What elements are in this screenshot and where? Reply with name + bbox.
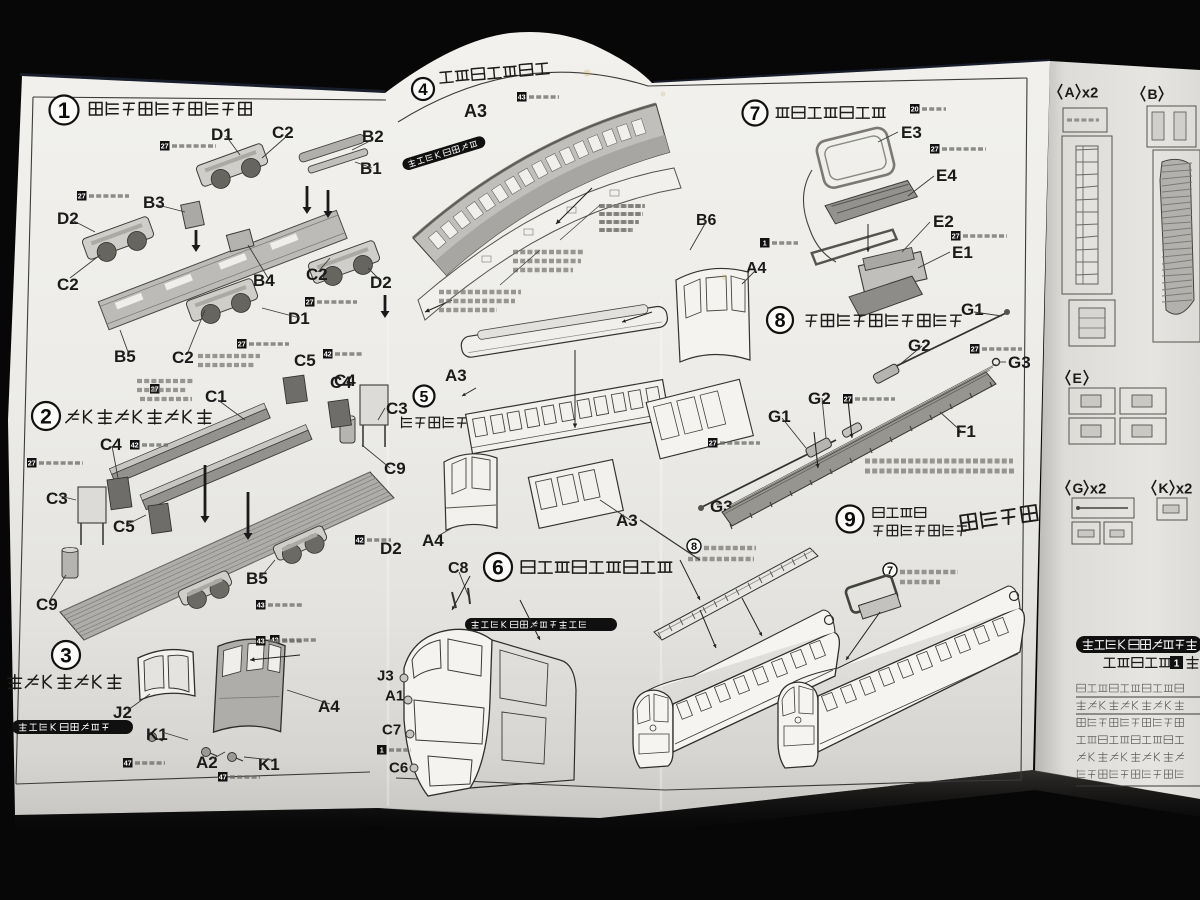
svg-text:C1: C1 — [205, 387, 227, 406]
svg-text:C5: C5 — [113, 517, 135, 536]
svg-text:A3: A3 — [616, 511, 638, 530]
svg-text:C3: C3 — [386, 399, 408, 418]
svg-text:A1: A1 — [385, 687, 404, 704]
svg-text:27: 27 — [306, 298, 314, 307]
svg-text:J2: J2 — [113, 703, 132, 722]
svg-text:D2: D2 — [380, 539, 402, 558]
svg-text:43: 43 — [257, 637, 265, 646]
svg-text:D1: D1 — [211, 125, 233, 144]
svg-text:C2: C2 — [172, 348, 194, 367]
svg-text:C8: C8 — [448, 560, 469, 577]
svg-text:G1: G1 — [768, 407, 791, 426]
svg-text:1: 1 — [380, 746, 384, 755]
svg-text:43: 43 — [257, 601, 265, 610]
svg-text:C4: C4 — [100, 435, 122, 454]
svg-text:27: 27 — [844, 395, 852, 404]
svg-text:2: 2 — [40, 406, 52, 429]
svg-text:G2: G2 — [908, 336, 931, 355]
svg-text:A2: A2 — [196, 753, 218, 772]
svg-text:27: 27 — [971, 345, 979, 354]
svg-text:3: 3 — [60, 645, 72, 668]
svg-text:42: 42 — [356, 536, 364, 545]
svg-text:G2: G2 — [808, 389, 831, 408]
svg-text:A3: A3 — [445, 366, 467, 385]
svg-text:27: 27 — [952, 232, 960, 241]
svg-text:C3: C3 — [46, 489, 68, 508]
svg-text:C5: C5 — [294, 351, 316, 370]
svg-text:27: 27 — [161, 142, 169, 151]
svg-text:20: 20 — [911, 105, 919, 114]
svg-text:27: 27 — [238, 340, 246, 349]
svg-text:C7: C7 — [382, 721, 401, 738]
svg-text:D2: D2 — [370, 273, 392, 292]
svg-text:C4: C4 — [330, 373, 352, 392]
svg-text:8: 8 — [774, 310, 785, 332]
svg-text:K: K — [1159, 480, 1169, 496]
svg-text:C2: C2 — [57, 275, 79, 294]
svg-text:G3: G3 — [1008, 353, 1031, 372]
svg-text:B6: B6 — [696, 212, 717, 229]
svg-text:4: 4 — [418, 80, 428, 99]
svg-text:27: 27 — [709, 439, 717, 448]
svg-text:G1: G1 — [961, 300, 984, 319]
svg-text:47: 47 — [219, 773, 227, 782]
svg-text:8: 8 — [691, 541, 697, 553]
svg-text:5: 5 — [420, 389, 429, 406]
svg-text:43: 43 — [271, 636, 279, 645]
svg-text:43: 43 — [518, 93, 526, 102]
svg-text:A3: A3 — [464, 101, 487, 121]
svg-text:C9: C9 — [384, 459, 406, 478]
svg-text:A4: A4 — [746, 260, 767, 277]
svg-text:B5: B5 — [114, 347, 136, 366]
svg-text:42: 42 — [324, 350, 332, 359]
svg-text:E2: E2 — [933, 212, 954, 231]
svg-text:27: 27 — [28, 459, 36, 468]
svg-text:1: 1 — [1174, 659, 1180, 670]
svg-text:C6: C6 — [389, 759, 408, 776]
svg-text:A: A — [1065, 84, 1075, 100]
svg-text:C9: C9 — [36, 595, 58, 614]
svg-text:7: 7 — [750, 104, 761, 125]
svg-text:6: 6 — [492, 557, 504, 580]
svg-text:C4: C4 — [334, 371, 356, 390]
svg-text:E: E — [1073, 370, 1082, 386]
svg-text:7: 7 — [887, 565, 893, 577]
svg-text:x2: x2 — [1082, 85, 1098, 101]
svg-text:x2: x2 — [1090, 481, 1106, 497]
svg-text:B: B — [1148, 86, 1158, 102]
svg-text:B1: B1 — [360, 159, 382, 178]
svg-text:27: 27 — [78, 192, 86, 201]
svg-text:D2: D2 — [57, 209, 79, 228]
svg-text:A4: A4 — [422, 531, 444, 550]
svg-text:K1: K1 — [258, 755, 280, 774]
svg-text:x2: x2 — [1176, 481, 1192, 497]
svg-text:E3: E3 — [901, 123, 922, 142]
svg-text:C2: C2 — [306, 265, 328, 284]
svg-text:E4: E4 — [936, 166, 957, 185]
svg-text:1: 1 — [58, 98, 70, 123]
svg-text:27: 27 — [931, 145, 939, 154]
svg-text:A4: A4 — [318, 697, 340, 716]
svg-text:J3: J3 — [377, 667, 394, 684]
svg-text:G: G — [1073, 480, 1084, 496]
svg-text:B3: B3 — [143, 193, 165, 212]
svg-text:C2: C2 — [272, 123, 294, 142]
svg-text:E1: E1 — [952, 243, 973, 262]
svg-text:9: 9 — [844, 509, 856, 532]
svg-text:K1: K1 — [146, 725, 168, 744]
svg-text:B2: B2 — [362, 127, 384, 146]
svg-text:B4: B4 — [253, 271, 275, 290]
svg-text:1: 1 — [763, 239, 767, 248]
svg-text:D1: D1 — [288, 309, 310, 328]
svg-text:47: 47 — [124, 759, 132, 768]
svg-text:42: 42 — [131, 441, 139, 450]
svg-text:F1: F1 — [956, 422, 976, 441]
svg-text:B5: B5 — [246, 569, 268, 588]
